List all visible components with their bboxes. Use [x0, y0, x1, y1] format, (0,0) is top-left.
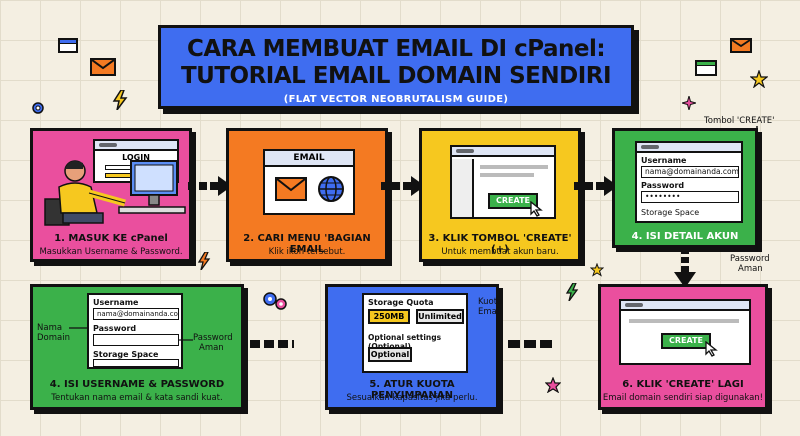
- arrow-right-icon: [250, 340, 294, 348]
- step-5-panel: Storage Quota 250MB Unlimited Optional s…: [325, 284, 503, 410]
- arrow-right-icon: [574, 176, 618, 196]
- storage-quota-window: Storage Quota 250MB Unlimited Optional s…: [362, 293, 468, 373]
- step-1-desc: Masukkan Username & Password.: [39, 247, 183, 257]
- star-icon: [544, 376, 562, 397]
- email-window-title: EMAIL: [265, 151, 353, 167]
- optional-button[interactable]: Optional: [368, 347, 412, 362]
- step-4-username-panel: Username nama@domainanda.com Password St…: [30, 284, 244, 410]
- envelope-icon: [275, 177, 307, 201]
- star-icon: [589, 262, 605, 281]
- step-2-desc: Klik ikon tersebut.: [268, 247, 346, 257]
- step-1-panel: LOGIN 1. MASUK KE cPanel Masukkan Userna…: [30, 128, 192, 262]
- password-note-line-1: Password: [730, 254, 770, 264]
- quota-note-line-1: Kuota: [478, 297, 503, 307]
- step-4-detail-panel: Username nama@domainanda.com Password ••…: [612, 128, 758, 248]
- callout-line: [69, 327, 89, 329]
- arrow-right-icon: [508, 340, 552, 348]
- person-at-computer-illustration: [44, 160, 186, 226]
- storage-field[interactable]: [93, 359, 179, 367]
- gear-icon: [30, 100, 46, 120]
- password-field[interactable]: [93, 334, 179, 346]
- email-window: EMAIL: [263, 149, 355, 215]
- login-title: LOGIN: [122, 153, 150, 162]
- lightning-icon: [197, 251, 211, 274]
- step-4-label: 4. ISI DETAIL AKUN: [631, 231, 739, 242]
- envelope-icon: [90, 58, 116, 76]
- username-label: Username: [641, 156, 687, 165]
- final-create-window: CREATE: [619, 299, 751, 365]
- gear-icon: [262, 290, 288, 316]
- title-banner: CARA MEMBUAT EMAIL DI cPanel: TUTORIAL E…: [158, 25, 634, 109]
- password-note-line-2: Aman: [199, 343, 224, 353]
- username-label: Username: [93, 298, 139, 307]
- step-4b-desc: Tentukan nama email & kata sandi kuat.: [51, 393, 223, 403]
- step-5-desc: Sesuaikan kapasitas jika perlu.: [346, 393, 478, 403]
- step-3-panel: CREATE 3. KLIK TOMBOL 'CREATE' (+) Untuk…: [419, 128, 581, 262]
- title-line-2: TUTORIAL EMAIL DOMAIN SENDIRI: [180, 63, 612, 89]
- step-4b-label: 4. ISI USERNAME & PASSWORD: [49, 379, 225, 390]
- storage-label: Storage Space: [93, 350, 159, 359]
- storage-quota-label: Storage Quota: [368, 298, 434, 307]
- star-icon: [749, 69, 769, 92]
- browser-window-icon: [58, 38, 78, 53]
- title-subtitle: (FLAT VECTOR NEOBRUTALISM GUIDE): [283, 94, 509, 105]
- create-window: CREATE: [450, 145, 556, 219]
- domain-note-line-2: Domain: [37, 333, 70, 343]
- lightning-icon: [112, 89, 128, 114]
- step-2-label: 2. CARI MENU 'BAGIAN EMAIL: [243, 233, 371, 255]
- password-label: Password: [93, 324, 137, 333]
- create-button[interactable]: CREATE: [488, 193, 538, 209]
- final-create-button[interactable]: CREATE: [661, 333, 711, 349]
- username-field[interactable]: nama@domainanda.com: [93, 308, 179, 320]
- globe-icon: [318, 176, 344, 202]
- step-6-label: 6. KLIK 'CREATE' LAGI: [622, 379, 744, 390]
- cursor-icon: [705, 341, 718, 357]
- step-6-desc: Email domain sendiri siap digunakan!: [602, 393, 764, 403]
- account-detail-window: Username nama@domainanda.com Password ••…: [635, 141, 743, 223]
- password-label: Password: [641, 181, 685, 190]
- step-5-label: 5. ATUR KUOTA PENYIMPANAN: [369, 379, 455, 401]
- arrow-right-icon: [188, 176, 232, 196]
- sparkle-icon: [680, 94, 698, 114]
- step-2-panel: EMAIL 2. CARI MENU 'BAGIAN EMAIL Klik ik…: [226, 128, 388, 262]
- arrow-right-icon: [381, 176, 425, 196]
- optional-settings-label: Optional settings (Optional): [368, 333, 442, 351]
- password-note-line-2: Aman: [738, 264, 763, 274]
- password-note-line-1: Password: [193, 333, 233, 343]
- username-password-window: Username nama@domainanda.com Password St…: [87, 293, 183, 369]
- lightning-icon: [565, 282, 579, 305]
- callout-line: [756, 126, 758, 252]
- envelope-icon: [730, 38, 752, 53]
- callout-line: [179, 339, 193, 341]
- create-button-note: Tombol 'CREATE': [704, 116, 775, 126]
- step-6-panel: CREATE 6. KLIK 'CREATE' LAGI Email domai…: [598, 284, 768, 410]
- quota-note-line-2: Email: [478, 307, 502, 317]
- step-3-label: 3. KLIK TOMBOL 'CREATE' (+): [428, 233, 572, 255]
- quota-value-button[interactable]: 250MB: [368, 309, 410, 324]
- storage-label: Storage Space: [641, 208, 700, 217]
- unlimited-button[interactable]: Unlimited: [416, 309, 464, 324]
- password-field[interactable]: ••••••••: [641, 191, 739, 203]
- browser-window-icon: [695, 60, 717, 76]
- step-3-desc: Untuk membuat akun baru.: [441, 247, 559, 257]
- username-field[interactable]: nama@domainanda.com: [641, 166, 739, 178]
- title-line-1: CARA MEMBUAT EMAIL DI cPanel:: [186, 36, 606, 62]
- cursor-icon: [530, 201, 543, 217]
- arrow-down-icon: [674, 248, 696, 288]
- step-1-label: 1. MASUK KE cPanel: [54, 233, 168, 244]
- domain-note-line-1: Nama: [37, 323, 63, 333]
